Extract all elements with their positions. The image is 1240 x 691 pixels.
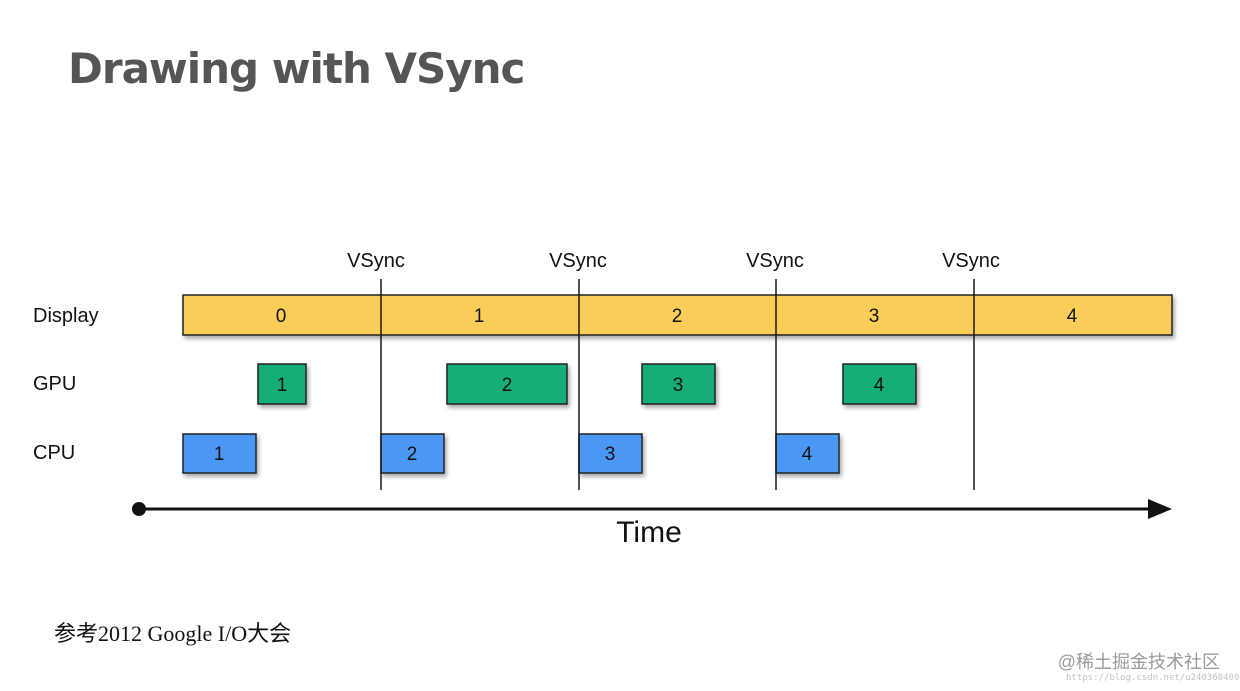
row-label-cpu: CPU [33,442,75,464]
display-bar [182,294,1173,336]
gpu-row: 1 2 3 4 [257,363,917,405]
watermark-url: https://blog.csdn.net/u240360400 [1066,673,1240,683]
vsync-label: VSync [746,250,804,272]
watermark: @稀土掘金技术社区 [1057,652,1220,672]
row-label-gpu: GPU [33,373,76,395]
cpu-row: 1 2 3 4 [182,433,840,474]
vsync-label: VSync [942,250,1000,272]
display-frame-label: 4 [1067,306,1078,327]
cpu-frame-box [380,433,445,474]
cpu-frame-label: 3 [605,444,616,465]
gpu-frame-label: 2 [502,375,513,396]
gpu-frame-label: 3 [673,375,684,396]
vsync-label: VSync [347,250,405,272]
cpu-frame-label: 1 [214,444,225,465]
cpu-frame-label: 2 [407,444,418,465]
gpu-frame-label: 1 [277,375,288,396]
gpu-frame-box [446,363,568,405]
row-label-display: Display [33,305,99,327]
display-row: 0 1 2 3 4 [182,294,1173,336]
time-axis-label: Time [616,516,682,549]
gpu-frame-box [257,363,307,405]
reference-caption: 参考2012 Google I/O大会 [54,621,292,646]
gpu-frame-label: 4 [874,375,885,396]
slide-title: Drawing with VSync [68,44,525,93]
vsync-markers: VSync VSync VSync VSync [347,250,1000,490]
cpu-frame-box [182,433,257,474]
display-frame-label: 3 [869,306,880,327]
time-axis-arrowhead [1148,499,1172,519]
display-frame-label: 2 [672,306,683,327]
gpu-frame-box [842,363,917,405]
time-axis: Time [132,499,1172,549]
display-frame-label: 1 [474,306,485,327]
gpu-frame-box [641,363,716,405]
display-frame-label: 0 [276,306,287,327]
vsync-label: VSync [549,250,607,272]
cpu-frame-label: 4 [802,444,813,465]
